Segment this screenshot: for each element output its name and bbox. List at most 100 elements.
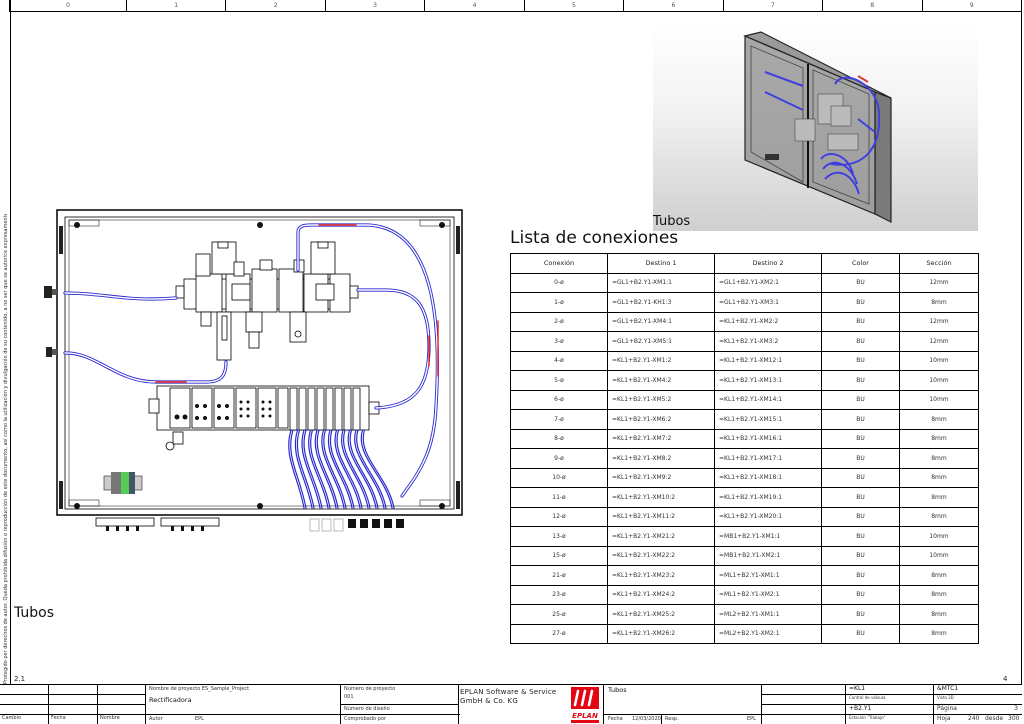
tube-color-cell: BU: [821, 545, 900, 566]
page-description: Tubos: [608, 686, 627, 694]
bundle-tube: [288, 429, 305, 509]
connection-id-cell: 27-ø: [510, 623, 608, 644]
connection-id-cell: 10-ø: [510, 467, 608, 488]
tube-color-cell: BU: [821, 506, 900, 527]
previous-page-reference[interactable]: 2.1: [14, 675, 26, 683]
author-value: EPL: [195, 716, 204, 722]
page-label: Página: [937, 705, 957, 712]
bundle-tube: [321, 429, 345, 509]
enclosure-outer: [56, 209, 463, 516]
destination-1-cell: =KL1+B2.Y1-XM8:2: [607, 448, 715, 469]
destination-2-cell: =KL1+B2.Y1-XM17:1: [714, 448, 822, 469]
revision-date-label: Fecha: [51, 715, 66, 721]
column-number: 3: [326, 0, 426, 11]
tube-section-cell: 8mm: [899, 467, 979, 488]
destination-2-cell: =KL1+B2.Y1-XM16:1: [714, 428, 822, 449]
destination-1-cell: =GL1+B2.Y1-XM5:1: [607, 331, 715, 352]
bundle-tube: [349, 429, 379, 509]
bundle-tube: [356, 429, 387, 509]
destination-1-cell: =GL1+B2.Y1-KH1:3: [607, 292, 715, 313]
service-unit: [175, 241, 359, 361]
destination-2-cell: =ML1+B2.Y1-XM2:1: [714, 584, 822, 605]
tube-section-cell: 8mm: [899, 565, 979, 586]
tube-section-cell: 12mm: [899, 331, 979, 352]
tube-section-cell: 8mm: [899, 428, 979, 449]
connection-id-cell: 13-ø: [510, 526, 608, 547]
column-header-destino-2: Destino 2: [714, 253, 822, 274]
page-type-designation: &MTC1: [937, 685, 959, 692]
connection-id-cell: 8-ø: [510, 428, 608, 449]
tube-color-cell: BU: [821, 604, 900, 625]
tube-color-cell: BU: [821, 292, 900, 313]
connection-id-cell: 12-ø: [510, 506, 608, 527]
eplan-logo: EPLAN: [571, 687, 599, 723]
copyright-note: Protegido por derechos de autor. Queda p…: [3, 214, 9, 684]
destination-1-cell: =KL1+B2.Y1-XM22:2: [607, 545, 715, 566]
tube-section-cell: 8mm: [899, 409, 979, 430]
destination-1-cell: =KL1+B2.Y1-XM25:2: [607, 604, 715, 625]
tube-section-cell: 8mm: [899, 604, 979, 625]
responsible-value: EPL: [747, 716, 756, 722]
destination-2-cell: =KL1+B2.Y1-XM14:1: [714, 389, 822, 410]
sheet-label: Hoja: [937, 715, 951, 722]
column-number: 4: [425, 0, 525, 11]
sheet-number: 240: [968, 715, 980, 722]
tube-color-cell: BU: [821, 428, 900, 449]
next-page-reference[interactable]: 4: [1003, 675, 1008, 683]
bundle-tube: [362, 429, 395, 509]
destination-2-cell: =KL1+B2.Y1-XM19:1: [714, 487, 822, 508]
tube-color-cell: BU: [821, 409, 900, 430]
cabinet-layout-drawing[interactable]: [36, 206, 476, 536]
destination-2-cell: =GL1+B2.Y1-XM3:1: [714, 292, 822, 313]
3d-preview-image[interactable]: [653, 24, 978, 231]
connection-id-cell: 7-ø: [510, 409, 608, 430]
tube-section-cell: 10mm: [899, 370, 979, 391]
column-number: 1: [127, 0, 227, 11]
page-type-label: Vista 3D: [937, 695, 954, 700]
connection-id-cell: 25-ø: [510, 604, 608, 625]
bundle-tube: [347, 429, 377, 509]
destination-1-cell: =KL1+B2.Y1-XM23:2: [607, 565, 715, 586]
table-header-row: Conexión Destino 1 Destino 2 Color Secci…: [510, 253, 979, 274]
bundle-tube: [336, 429, 363, 509]
tube-color-cell: BU: [821, 272, 900, 293]
bundle-tube: [327, 429, 353, 509]
destination-1-cell: =KL1+B2.Y1-XM6:2: [607, 409, 715, 430]
tube-section-cell: 8mm: [899, 506, 979, 527]
enclosure-inner: [64, 216, 455, 510]
connection-id-cell: 2-ø: [510, 311, 608, 332]
responsible-label: Resp.: [665, 716, 679, 722]
connection-id-cell: 4-ø: [510, 350, 608, 371]
tube-section-cell: 8mm: [899, 584, 979, 605]
project-name-value: ES_Sample_Project: [201, 686, 250, 692]
tube-section-cell: 12mm: [899, 311, 979, 332]
location-designation: +B2.Y1: [849, 705, 872, 712]
bundle-tube: [314, 429, 337, 509]
column-number: 0: [10, 0, 127, 11]
connection-id-cell: 3-ø: [510, 331, 608, 352]
company-name-line-1: EPLAN Software & Service: [460, 688, 557, 696]
destination-1-cell: =KL1+B2.Y1-XM1:2: [607, 350, 715, 371]
frame-left-border: [10, 0, 11, 684]
bundle-tube: [316, 429, 339, 509]
layout-caption: Tubos: [14, 605, 55, 621]
